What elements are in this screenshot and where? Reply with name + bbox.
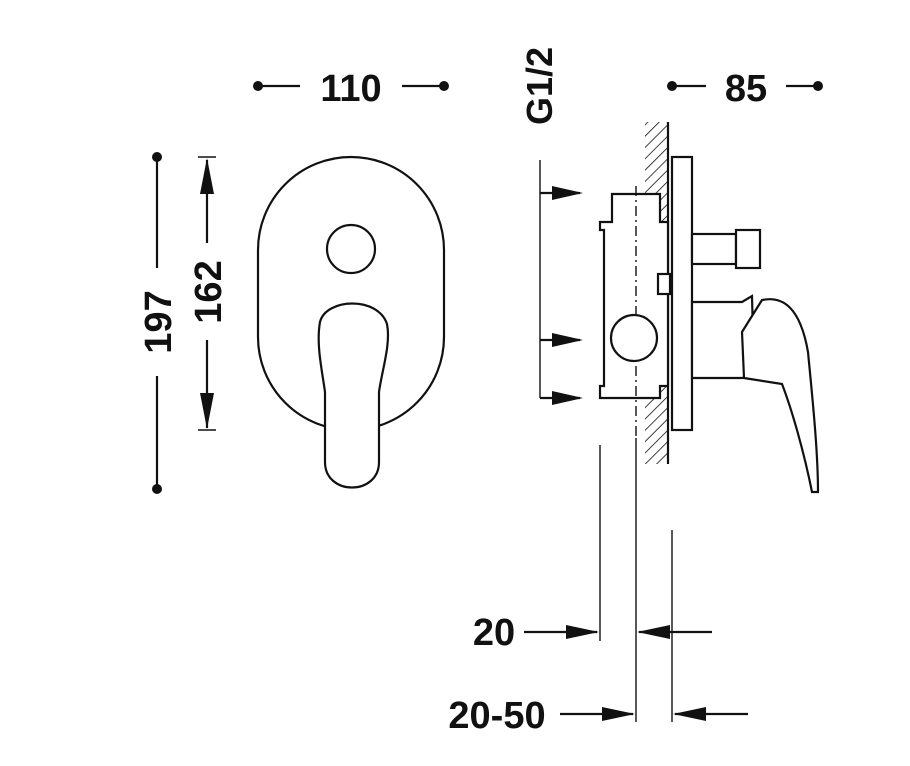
wall-min-label: 20	[473, 612, 515, 654]
thread-label: G1/2	[519, 47, 560, 125]
plate-height-label: 162	[188, 260, 230, 323]
wall-range-label: 20-50	[448, 695, 545, 737]
side-view: 85 G1/2	[448, 47, 823, 737]
total-height-label: 197	[138, 290, 180, 353]
width-dimension: 110	[253, 68, 449, 110]
plate-height-dimension: 162	[188, 156, 230, 431]
thread-arrows	[539, 160, 583, 405]
lever-handle	[317, 302, 390, 489]
front-view: 110 197 162	[138, 68, 449, 494]
wall-dimensions: 20 20-50	[448, 438, 748, 737]
depth-dimension: 85	[667, 68, 823, 110]
diverter-knob	[325, 223, 377, 275]
diverter-stem	[690, 228, 762, 270]
valve-body	[598, 186, 672, 436]
lever-side	[690, 294, 820, 494]
cover-plate	[670, 155, 694, 432]
total-height-dimension: 197	[138, 152, 180, 494]
depth-label: 85	[725, 68, 767, 110]
width-label: 110	[320, 68, 381, 110]
